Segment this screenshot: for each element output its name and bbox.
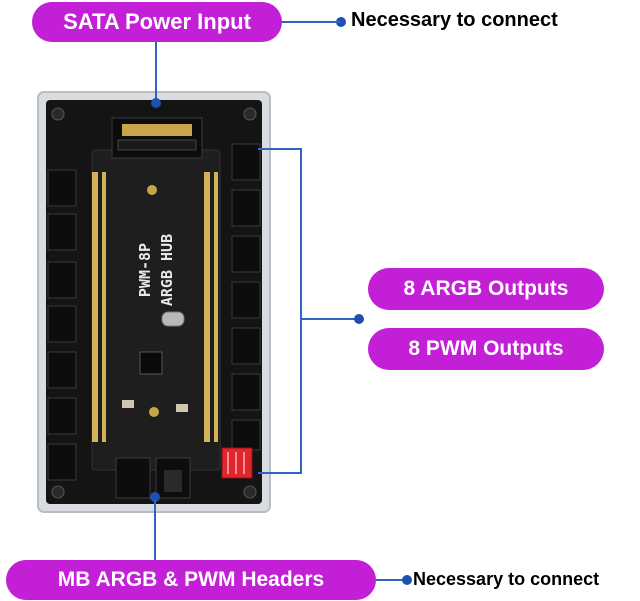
left-headers (47, 169, 77, 481)
outputs-bracket-bottom (258, 472, 302, 474)
mount-hole (149, 407, 159, 417)
sata-slot (117, 139, 197, 151)
screw-icon (243, 107, 257, 121)
mb-note: Necessary to connect (413, 569, 600, 589)
resistor (176, 404, 188, 412)
mount-hole (147, 185, 157, 195)
chip (139, 351, 163, 375)
board-silkscreen-line1: PWM-8P (136, 243, 154, 297)
sata-connector-line (282, 21, 340, 23)
mb-note-dot-icon (402, 575, 412, 585)
screw-icon (51, 107, 65, 121)
screw-icon (51, 485, 65, 499)
board-silkscreen-line2: ARGB HUB (158, 234, 176, 306)
pwm-plug (164, 470, 182, 492)
screw-icon (243, 485, 257, 499)
mb-leader-dot-icon (150, 492, 160, 502)
outputs-bracket-vertical (300, 148, 302, 474)
argb-outputs-label: 8 ARGB Outputs (368, 268, 604, 310)
sata-power-input-label: SATA Power Input (32, 2, 282, 42)
mb-leader-line (154, 500, 156, 560)
mb-argb-header (115, 457, 151, 499)
pin-rows (92, 172, 218, 442)
outputs-leader-dot-icon (354, 314, 364, 324)
mb-argb-pwm-headers-label: MB ARGB & PWM Headers (6, 560, 376, 600)
sata-pins (122, 124, 192, 136)
crystal-oscillator (161, 311, 185, 327)
pwm-outputs-label: 8 PWM Outputs (368, 328, 604, 370)
mb-note-line (376, 579, 406, 581)
resistor (122, 400, 134, 408)
sata-leader-dot-icon (151, 98, 161, 108)
outputs-bracket-top (258, 148, 302, 150)
outputs-leader-line (300, 318, 358, 320)
sata-leader-line (155, 42, 157, 102)
sata-note-dot-icon (336, 17, 346, 27)
right-headers (231, 143, 261, 451)
board-inner-pcb (91, 149, 221, 471)
sata-note: Necessary to connect (351, 9, 558, 31)
